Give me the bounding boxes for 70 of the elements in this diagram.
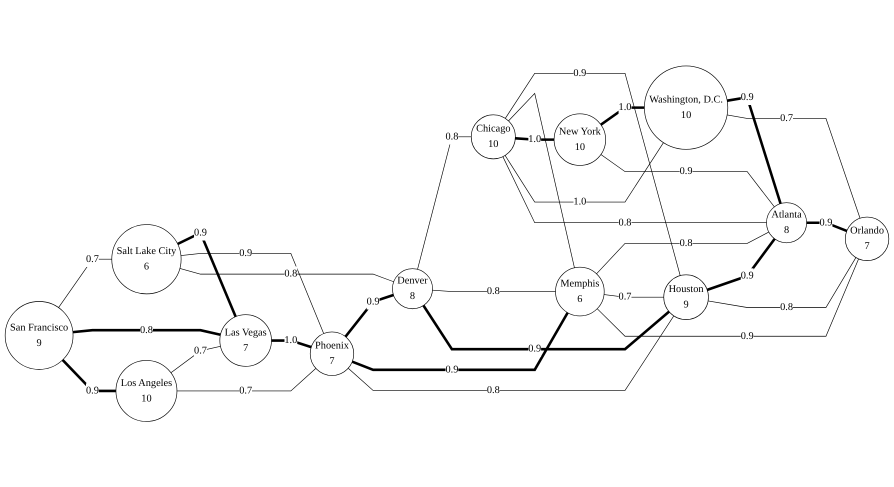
node-circle: Phoenix 7 — [310, 332, 354, 376]
node-circle: New York 10 — [554, 114, 606, 166]
edge-label: 0.8 — [680, 238, 693, 249]
connector — [508, 92, 575, 268]
edge-label: 0.9 — [86, 385, 99, 396]
node-circle: Salt Lake City 6 — [111, 224, 182, 294]
edge-label: 0.9 — [740, 330, 754, 342]
connector — [176, 368, 316, 392]
edge-label: 0.8 — [486, 384, 500, 396]
edge-label: 0.8 — [284, 268, 298, 280]
node-circle: Washington, D.C. 10 — [644, 66, 728, 150]
edge-label: 0.9 — [680, 166, 693, 177]
connector — [806, 221, 848, 232]
connector — [348, 316, 674, 391]
connector — [58, 258, 112, 308]
edge-label: 0.9 — [528, 343, 542, 354]
connector — [72, 328, 221, 336]
edge-label: 0.7 — [618, 291, 632, 302]
edge-label: 0.7 — [194, 345, 207, 356]
connector — [417, 136, 472, 270]
node-circle: Los Angeles 10 — [116, 360, 178, 422]
edge-label: 0.9 — [194, 227, 207, 238]
edge-label: 0.8 — [486, 286, 500, 297]
edge-label: 0.7 — [780, 112, 794, 124]
edge-label: 0.9 — [820, 216, 832, 228]
connector — [600, 154, 775, 208]
edge-label: 0.9 — [366, 296, 380, 307]
connector — [422, 304, 670, 350]
edge-label: 0.9 — [445, 364, 458, 375]
edge-label: 1.0 — [573, 196, 586, 208]
edge-label: 0.7 — [239, 385, 252, 396]
node-circle: Atlanta 8 — [766, 202, 807, 244]
node-circle: Chicago 10 — [470, 114, 516, 160]
connector — [272, 339, 312, 348]
connector — [727, 96, 782, 204]
connector — [708, 257, 856, 308]
connector — [352, 312, 569, 372]
connector — [596, 232, 770, 274]
connector — [600, 106, 644, 126]
connector — [706, 238, 776, 292]
edge-label: 0.9 — [740, 91, 754, 102]
connector — [170, 346, 221, 374]
connector — [432, 290, 556, 292]
edge-label: 1.0 — [528, 134, 542, 145]
edge-label: 0.8 — [140, 324, 153, 336]
edge-label: 0.8 — [618, 216, 632, 228]
edge-label: 0.8 — [445, 131, 458, 142]
connector — [344, 294, 394, 338]
connector — [726, 114, 860, 219]
node-circle: Denver 8 — [392, 268, 433, 310]
edge-label: 0.7 — [86, 253, 99, 264]
edge-label: 1.0 — [618, 102, 632, 113]
connector — [180, 268, 394, 282]
edge-label: 1.0 — [284, 334, 298, 346]
connector — [515, 137, 554, 141]
node-circle: San Francisco 9 — [4, 301, 74, 370]
edge-label: 0.9 — [740, 270, 754, 282]
node-circle: Houston 9 — [663, 274, 709, 320]
connector — [180, 253, 324, 334]
connector — [596, 258, 859, 337]
connector — [504, 142, 664, 202]
connector — [502, 156, 767, 224]
connector — [604, 294, 664, 298]
node-circle: Las Vegas 7 — [220, 314, 272, 367]
node-circle: Memphis 6 — [555, 266, 605, 316]
node-circle: Orlando 7 — [845, 216, 890, 261]
connector — [505, 72, 681, 276]
edge-label: 0.9 — [239, 248, 252, 259]
edge-label: 0.9 — [573, 67, 586, 78]
edge-label: 0.8 — [780, 302, 794, 313]
